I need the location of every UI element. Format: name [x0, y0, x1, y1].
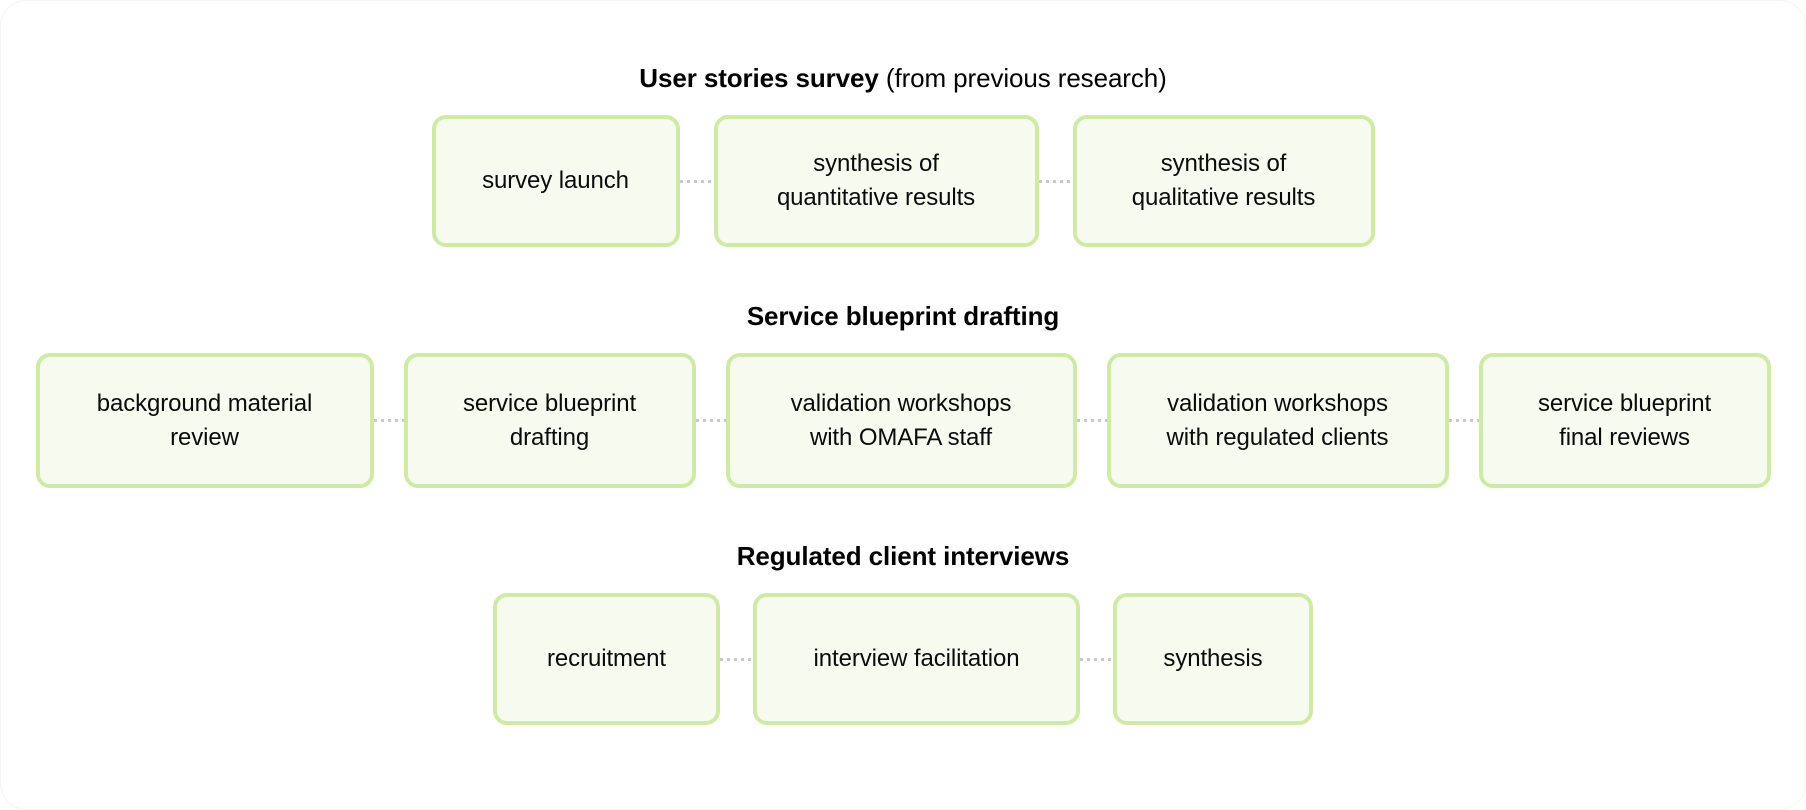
connector-dotted [1076, 419, 1107, 422]
connector-dotted [695, 419, 726, 422]
group-user-stories: User stories survey (from previous resea… [1, 63, 1805, 247]
connector-dotted [1080, 657, 1113, 661]
group-title-strong: Regulated client interviews [736, 541, 1070, 571]
group-service-blueprint-drafting: Service blueprint drafting background ma… [1, 301, 1805, 488]
group-title-strong: User stories survey [639, 63, 879, 93]
node-synthesis[interactable]: synthesis [1113, 593, 1313, 725]
group-title-strong: Service blueprint drafting [746, 301, 1060, 331]
group-title-service-blueprint-drafting: Service blueprint drafting [1, 301, 1805, 331]
group-title-rest: (from previous research) [878, 63, 1167, 93]
connector-dotted [1448, 419, 1479, 422]
node-row-interviews: recruitment interview facilitation synth… [1, 593, 1805, 725]
connector-dotted [373, 419, 404, 422]
group-title-user-stories: User stories survey (from previous resea… [1, 63, 1805, 93]
connector-dotted [1038, 179, 1073, 183]
node-interview-facilitation[interactable]: interview facilitation [753, 593, 1080, 725]
node-survey-launch[interactable]: survey launch [431, 115, 680, 247]
node-recruitment[interactable]: recruitment [493, 593, 720, 725]
group-regulated-client-interviews: Regulated client interviews recruitment … [1, 541, 1805, 725]
group-title-regulated-client-interviews: Regulated client interviews [1, 541, 1805, 571]
connector-dotted [679, 179, 714, 183]
connector-dotted [720, 657, 753, 661]
